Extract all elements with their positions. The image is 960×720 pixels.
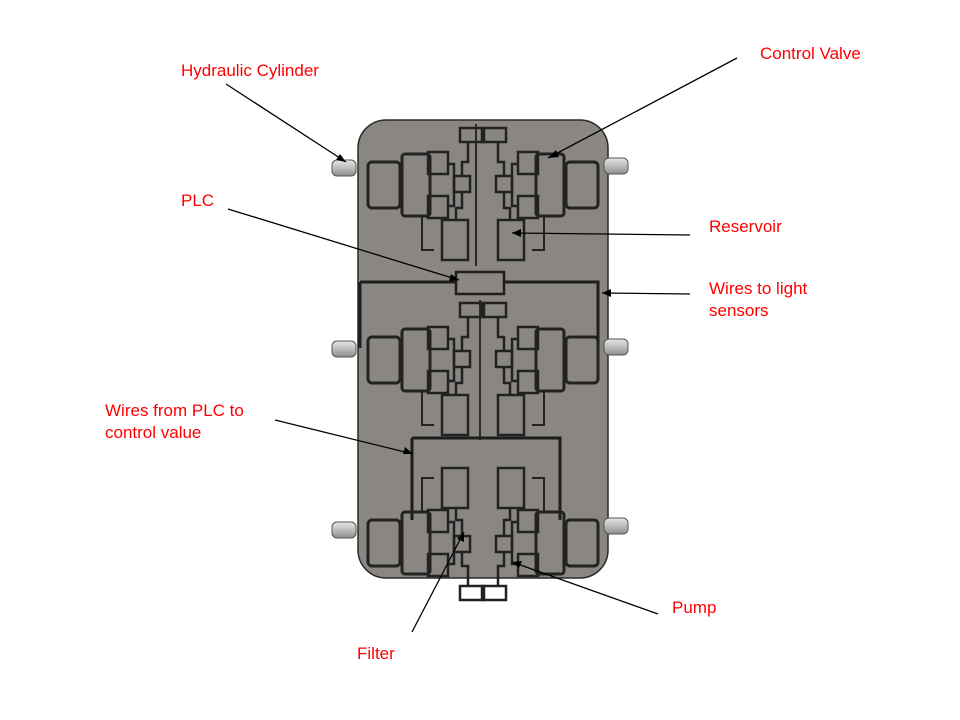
cylinder-rods xyxy=(331,157,629,539)
leader-arrowheads xyxy=(336,150,611,568)
board-plate xyxy=(357,119,609,579)
leader-pump xyxy=(511,561,659,615)
light-sensor-wire-bus xyxy=(358,280,600,348)
leader-wires-plc xyxy=(274,419,414,455)
leader-lines xyxy=(225,57,738,633)
label-plc: PLC xyxy=(181,191,215,210)
label-pump: Pump xyxy=(672,598,717,617)
label-filter: Filter xyxy=(357,644,395,663)
leader-wires-light xyxy=(601,292,691,295)
leader-control-valve xyxy=(547,57,738,159)
leader-hydraulic-cylinder xyxy=(225,83,347,163)
leader-plc xyxy=(227,208,460,281)
leader-reservoir xyxy=(511,232,691,236)
label-hydraulic-cylinder: Hydraulic Cylinder xyxy=(181,61,319,80)
label-wires-plc-control: Wires from PLC to control value xyxy=(105,401,244,442)
leader-filter xyxy=(411,531,465,633)
label-wires-light-sensors: Wires to light sensors xyxy=(709,279,808,320)
label-control-valve: Control Valve xyxy=(760,44,861,63)
plc-box xyxy=(454,270,506,296)
label-reservoir: Reservoir xyxy=(709,217,782,236)
